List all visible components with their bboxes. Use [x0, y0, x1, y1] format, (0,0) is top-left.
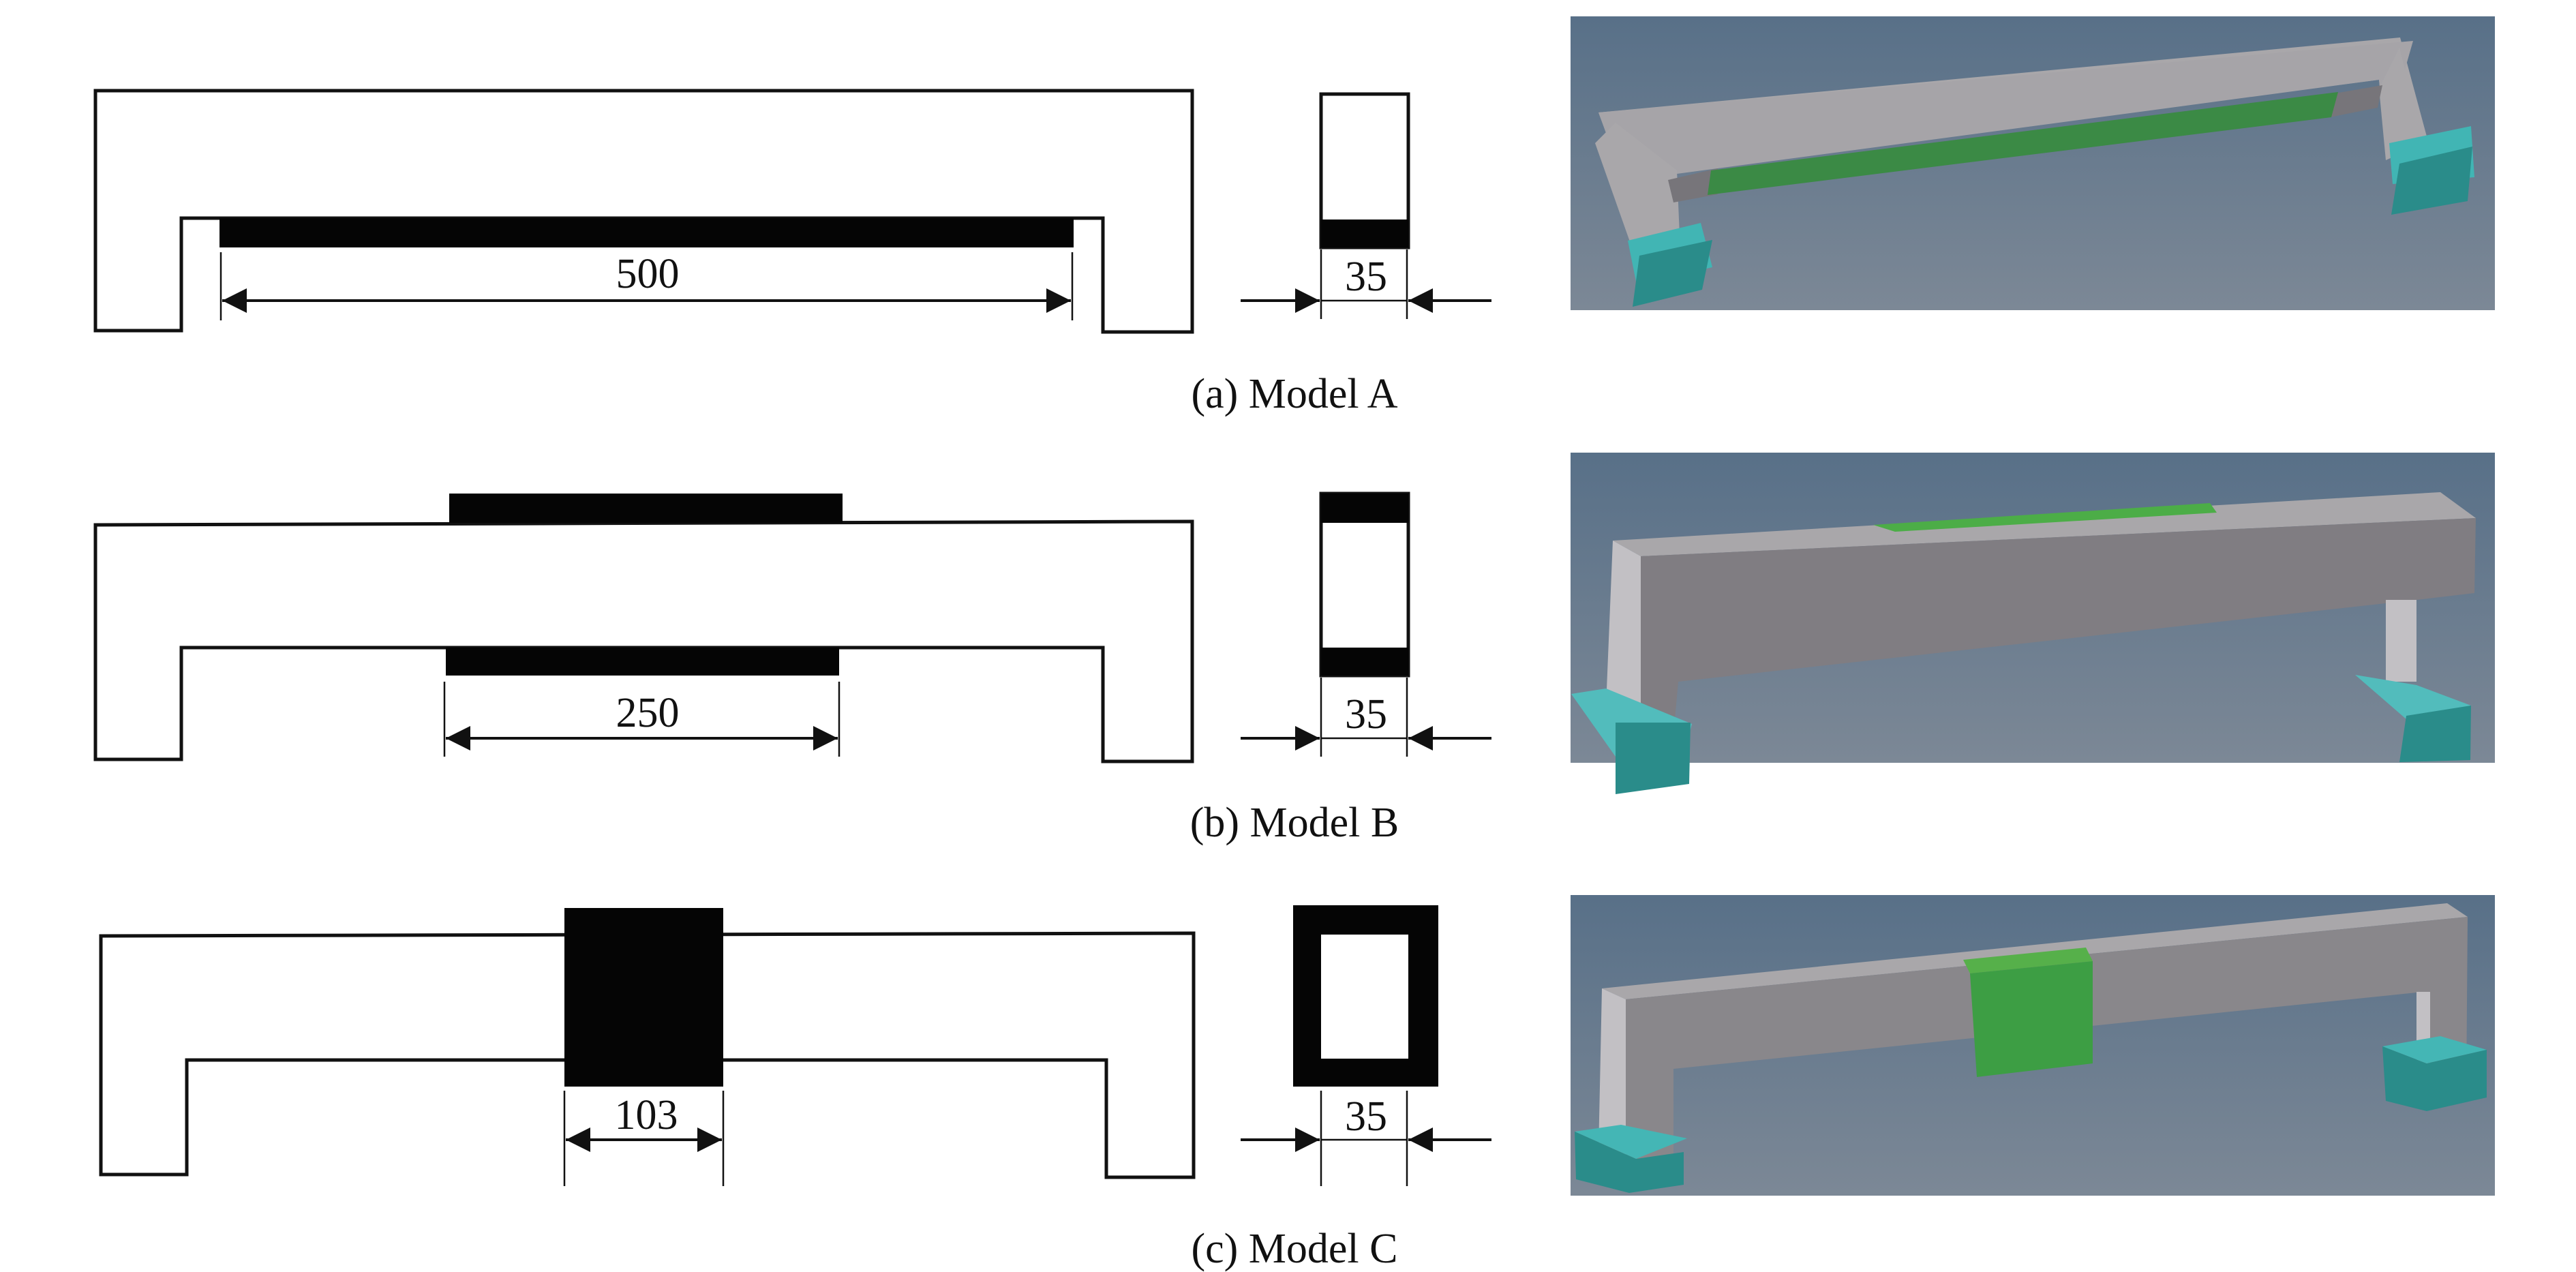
footing-right-side [2382, 1046, 2487, 1111]
panel-model-a: 500 35 (a) Model A [93, 16, 2495, 417]
dimension-label-width: 35 [1345, 691, 1387, 738]
right-column [2379, 48, 2423, 160]
left-column [1595, 123, 1680, 259]
footing-left-side [1633, 240, 1712, 307]
caption-b: (b) Model B [1190, 800, 1399, 846]
frame-outline [93, 89, 1194, 334]
dimension-label-width: 35 [1345, 254, 1387, 300]
footing-right-side [2399, 706, 2471, 762]
cfrp-strip-bottom [446, 648, 839, 676]
cross-section-a: 35 [1241, 92, 1491, 319]
cfrp-jacket-top [1963, 948, 2093, 973]
footing-right [2355, 675, 2471, 719]
beam-face [1598, 41, 2413, 177]
elevation-drawing-a: 500 [93, 89, 1194, 334]
footing-right-side [2391, 147, 2472, 215]
beam-top-face [1602, 903, 2468, 999]
inner-shadow-right [2330, 85, 2382, 117]
dimension-label-width: 35 [1345, 1093, 1387, 1140]
cfrp-patch-top [1873, 503, 2217, 532]
render-3d-b [1571, 453, 2495, 794]
beam-front-face [1626, 917, 2468, 1172]
caption-c: (c) Model C [1191, 1226, 1397, 1272]
cfrp-jacket [564, 908, 723, 1087]
dimension-label-length: 500 [616, 251, 680, 297]
beam-top-face [1613, 492, 2476, 556]
elevation-drawing-b: 250 [93, 494, 1194, 763]
cfrp-jacket-front [1970, 961, 2093, 1077]
footing-left [1575, 1125, 1687, 1159]
cfrp-strip-bottom [219, 218, 1074, 247]
panel-model-b: 250 35 (b) Model B [93, 453, 2495, 846]
cross-section-c: 35 [1241, 905, 1491, 1186]
left-column-side [1605, 541, 1641, 733]
caption-a: (a) Model A [1191, 371, 1397, 417]
inner-shadow-left [1668, 168, 1718, 202]
frame-outline [93, 519, 1194, 763]
render-3d-c [1571, 895, 2495, 1196]
concrete-core-section [1321, 935, 1408, 1059]
render-3d-a [1571, 16, 2495, 310]
footing-right [2382, 1036, 2487, 1063]
cfrp-strip-section-bottom [1321, 648, 1408, 676]
cfrp-strip-top [449, 494, 843, 523]
cfrp-strip-section-top [1321, 494, 1408, 523]
left-column-side [1598, 988, 1626, 1159]
dimension-label-length: 103 [615, 1092, 678, 1138]
frame-outline [99, 931, 1196, 1179]
cfrp-strip-section-bottom [1321, 219, 1408, 247]
beam-front-face [1641, 518, 2476, 750]
dimension-label-length: 250 [616, 690, 680, 736]
cross-section-b: 35 [1241, 491, 1491, 757]
footing-left-side [1616, 723, 1691, 794]
elevation-drawing-c: 103 [99, 908, 1196, 1186]
right-column-side [2386, 600, 2416, 682]
footing-left-side [1575, 1132, 1684, 1193]
cfrp-strip-render [1708, 92, 2338, 195]
panel-model-c: 103 35 (c) Model C [99, 895, 2495, 1272]
